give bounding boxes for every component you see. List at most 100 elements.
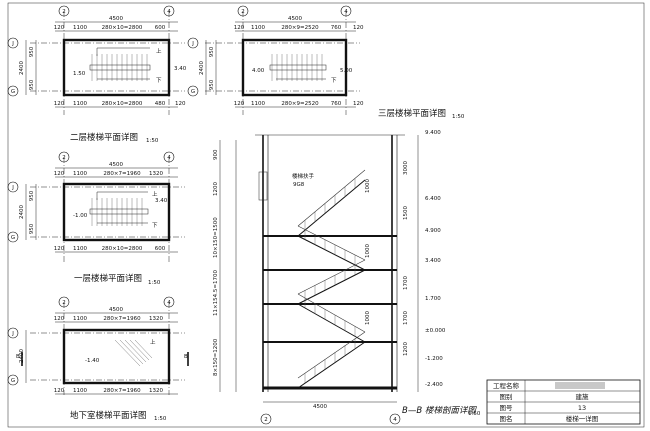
dim-950: 950 [29, 223, 35, 234]
axis-bubble-2 [58, 296, 70, 308]
axis-label: 2 [264, 417, 268, 423]
axis-label: 2 [62, 9, 66, 15]
axis-label: J [11, 41, 14, 47]
axis-bubble-g [7, 231, 19, 243]
label-up: 上 [156, 47, 162, 55]
dim-left: 1100 [73, 316, 87, 322]
plan-floor3: 2 4 J G 4500 120 1100 280×9=2520 760 120… [187, 5, 465, 120]
dim-right: 1320 [149, 388, 163, 394]
axis-bubble-4 [163, 296, 175, 308]
dim-stairs: 10×150=1500 [213, 217, 219, 258]
dim-total: 4500 [313, 404, 327, 410]
dim-mid: 280×10=2800 [102, 246, 143, 252]
dim-total: 4500 [109, 16, 123, 22]
tb-label: 图名 [500, 414, 513, 423]
dim-1700: 1700 [403, 276, 409, 290]
dim-900: 900 [213, 149, 219, 160]
dim-total: 4500 [109, 162, 123, 168]
dim-edge: 120 [54, 246, 65, 252]
dim-edge: 120 [234, 25, 245, 31]
axis-label: 2 [62, 155, 66, 161]
axis-bubble-4 [340, 5, 352, 17]
label-up: 上 [150, 338, 156, 346]
dim-1000: 1000 [365, 311, 371, 325]
section-title: B—B 楼梯剖面详图 [402, 405, 477, 416]
section-scale: 1:50 [468, 411, 481, 417]
dim-mid: 280×7=1960 [103, 388, 141, 394]
axis-label: 4 [167, 155, 171, 161]
axis-label: 4 [344, 9, 348, 15]
dim-right: 600 [155, 246, 166, 252]
axis-label: 4 [167, 300, 171, 306]
plan-title: 三层楼梯平面详图 [378, 108, 446, 119]
section-cut-b: B [16, 354, 20, 360]
dim-left: 1100 [73, 101, 87, 107]
plan-scale: 1:50 [452, 114, 465, 120]
dim-right: 1320 [149, 316, 163, 322]
axis-label: 2 [62, 300, 66, 306]
dim-950: 950 [29, 46, 35, 57]
axis-bubble-j [187, 37, 199, 49]
axis-bubble-j [7, 327, 19, 339]
dim-2400: 2400 [19, 61, 25, 75]
axis-label: 4 [167, 9, 171, 15]
dim-left: 1100 [251, 25, 265, 31]
dim-right: 760 [331, 25, 342, 31]
dim-mid: 280×9=2520 [281, 101, 319, 107]
axis-label: G [11, 89, 15, 95]
dim-edge: 120 [54, 101, 65, 107]
axis-label: G [11, 378, 15, 384]
level-mark: 1.50 [73, 71, 86, 77]
level-mark: 3.40 [155, 198, 168, 204]
stair-walls [62, 38, 171, 97]
section-bb: 楼梯扶手 9G8 1000 1000 1000 900 1200 10×150=… [213, 130, 481, 425]
level-mark: 6.400 [425, 196, 441, 202]
level-marks: 9.400 6.400 4.900 3.400 1.700 ±0.000 -1.… [425, 130, 446, 388]
dim-right: 600 [155, 25, 166, 31]
axis-bubble-4 [163, 151, 175, 163]
dim-right: 480 [155, 101, 166, 107]
plan-floor1: 2 4 J G 4500 120 1100 280×7=1960 1320 上 … [7, 151, 185, 286]
level-mark: 3.40 [174, 66, 187, 72]
dim-1000: 1000 [365, 179, 371, 193]
dim-1000: 1000 [365, 244, 371, 258]
level-mark: 9.400 [425, 130, 441, 136]
dim-left: 1100 [73, 171, 87, 177]
dim-edge: 120 [54, 171, 65, 177]
plan-floor2: 2 4 J G 4500 120 1100 280×10=2800 600 上 … [7, 5, 187, 144]
dim-1200: 1200 [403, 342, 409, 356]
sheet-border [7, 2, 645, 428]
dim-right: 760 [331, 101, 342, 107]
dim-left: 1100 [73, 388, 87, 394]
dim-1500: 1500 [403, 206, 409, 220]
dim-950: 950 [209, 79, 215, 90]
axis-bubble-g [7, 374, 19, 386]
axis-label: G [191, 89, 195, 95]
level-mark: 4.900 [425, 228, 441, 234]
plan-title: 一层楼梯平面详图 [74, 273, 142, 284]
dim-1700: 1700 [403, 311, 409, 325]
dim-stairs: 11×154.5=1700 [213, 270, 219, 316]
dim-left: 1100 [251, 101, 265, 107]
level-mark: 5.00 [340, 68, 353, 74]
axis-label: J [11, 185, 14, 191]
axis-bubble-2 [237, 5, 249, 17]
stair-walls [62, 328, 171, 385]
axis-bubble-2 [58, 5, 70, 17]
axis-bubble-4 [163, 5, 175, 17]
handrail-ref: 9G8 [293, 182, 305, 188]
level-mark: 1.700 [425, 296, 441, 302]
tb-label: 图别 [500, 392, 513, 401]
axis-label: 4 [393, 417, 397, 423]
handrail-label: 楼梯扶手 [292, 172, 315, 180]
axis-bubble-g [187, 85, 199, 97]
dim-edge: 120 [175, 101, 186, 107]
dim-total: 4500 [288, 16, 302, 22]
dim-right: 1320 [149, 171, 163, 177]
dim-left: 1100 [73, 246, 87, 252]
dim-950: 950 [29, 190, 35, 201]
dim-stairs: 8×150=1200 [213, 338, 219, 376]
level-mark: -2.400 [425, 382, 443, 388]
